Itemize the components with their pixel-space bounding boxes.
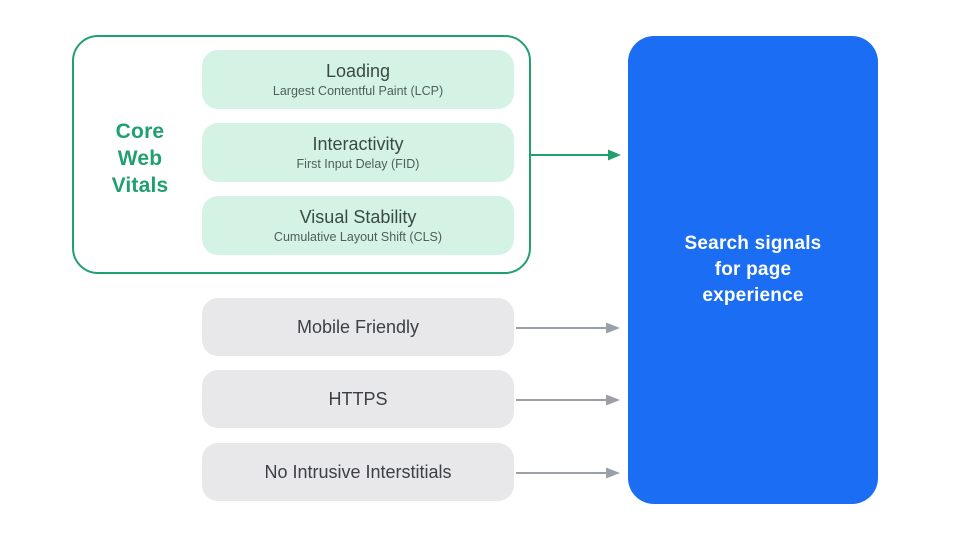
pill-subtitle: First Input Delay (FID) bbox=[296, 157, 420, 171]
arrow-head-icon bbox=[606, 394, 620, 406]
pill-title: Interactivity bbox=[312, 134, 404, 154]
pill-subtitle: Cumulative Layout Shift (CLS) bbox=[273, 230, 443, 244]
signal-label: Mobile Friendly bbox=[296, 316, 420, 337]
arrow-head-icon bbox=[606, 467, 620, 479]
arrow-head-icon bbox=[608, 149, 621, 161]
pill-title: Loading bbox=[325, 61, 391, 81]
arrow-core-web-vitals-icon bbox=[531, 149, 621, 161]
cwv-pill-loading: Loading Largest Contentful Paint (LCP) bbox=[202, 50, 514, 109]
core-web-vitals-label: Core Web Vitals bbox=[111, 120, 169, 197]
search-signals-label: Search signals for page experience bbox=[684, 233, 822, 306]
signal-pill-no-intrusive-interstitials: No Intrusive Interstitials bbox=[202, 443, 514, 501]
arrow-no-intrusive-interstitials-icon bbox=[516, 467, 620, 479]
signal-pill-https: HTTPS bbox=[202, 370, 514, 428]
signal-label: No Intrusive Interstitials bbox=[264, 461, 452, 482]
signal-label: HTTPS bbox=[328, 388, 388, 409]
pill-title: Visual Stability bbox=[299, 207, 417, 227]
cwv-pill-visual-stability: Visual Stability Cumulative Layout Shift… bbox=[202, 196, 514, 255]
arrow-mobile-friendly-icon bbox=[516, 322, 620, 334]
cwv-pill-interactivity: Interactivity First Input Delay (FID) bbox=[202, 123, 514, 182]
arrow-https-icon bbox=[516, 394, 620, 406]
pill-subtitle: Largest Contentful Paint (LCP) bbox=[272, 84, 444, 98]
search-signals-box: Search signals for page experience bbox=[628, 36, 878, 504]
arrow-head-icon bbox=[606, 322, 620, 334]
signal-pill-mobile-friendly: Mobile Friendly bbox=[202, 298, 514, 356]
